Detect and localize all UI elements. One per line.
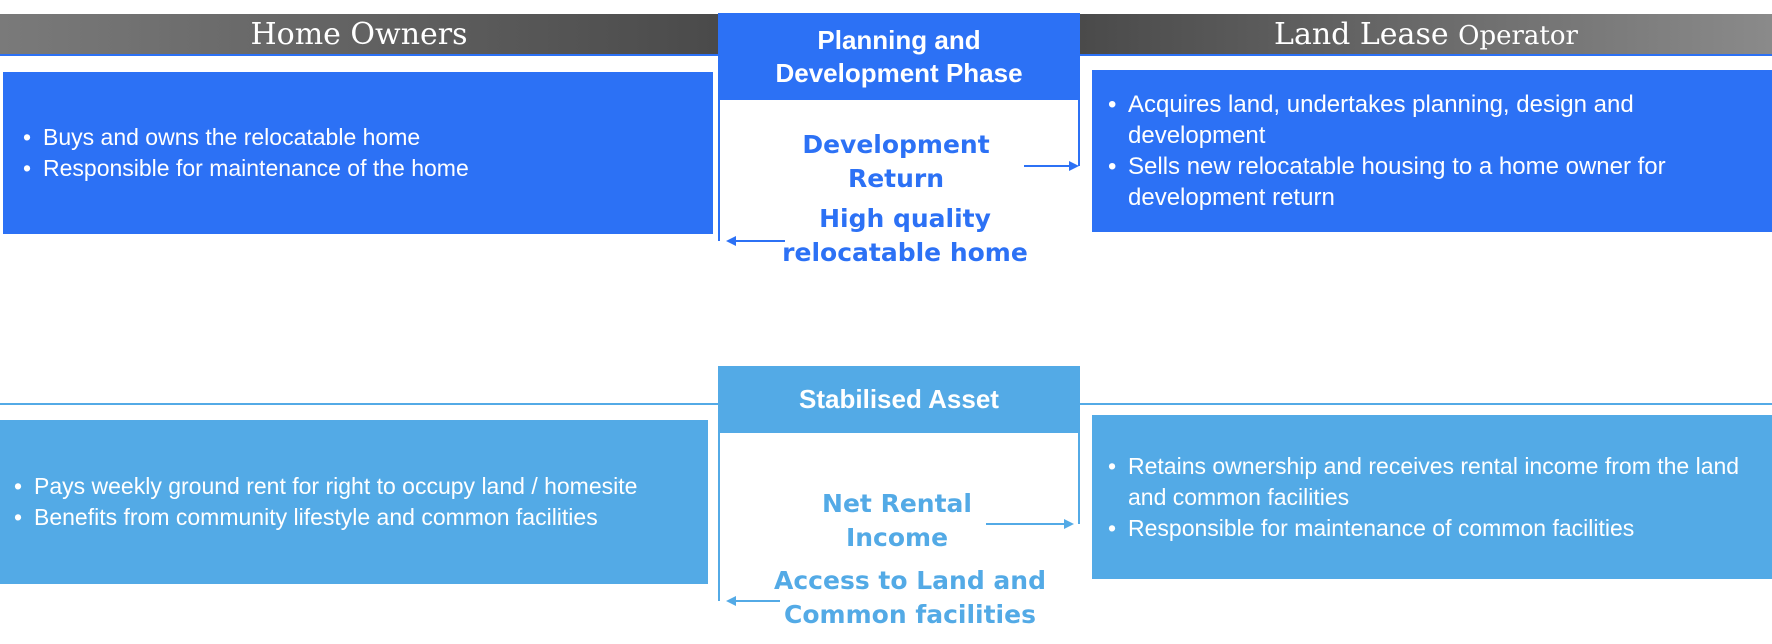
home-owners-title: Home Owners bbox=[250, 16, 468, 52]
phase1-operator-list: Acquires land, undertakes planning, desi… bbox=[1092, 89, 1772, 213]
list-item: Benefits from community lifestyle and co… bbox=[14, 502, 637, 533]
phase2-home-owner-list: Pays weekly ground rent for right to occ… bbox=[0, 471, 653, 533]
land-lease-operator-header: Land Lease Operator bbox=[1080, 14, 1772, 54]
access-to-land-label: Access to Land and Common facilities bbox=[774, 566, 1046, 629]
high-quality-home-label: High quality relocatable home bbox=[782, 204, 1028, 267]
phase1-title-line2: Development Phase bbox=[775, 57, 1023, 88]
phase1-home-owner-list: Buys and owns the relocatable home Respo… bbox=[3, 122, 469, 184]
net-rental-income-label: Net Rental Income bbox=[822, 489, 972, 552]
list-item: Retains ownership and receives rental in… bbox=[1108, 451, 1760, 513]
phase2-home-owner-box: Pays weekly ground rent for right to occ… bbox=[0, 420, 708, 584]
list-item: Pays weekly ground rent for right to occ… bbox=[14, 471, 637, 502]
land-lease-operator-title: Land Lease Operator bbox=[1274, 16, 1578, 52]
phase1-title-line1: Planning and bbox=[817, 24, 981, 55]
list-item: Buys and owns the relocatable home bbox=[23, 122, 469, 153]
list-item: Sells new relocatable housing to a home … bbox=[1108, 151, 1752, 213]
list-item: Responsible for maintenance of the home bbox=[23, 153, 469, 184]
phase2-title: Stabilised Asset bbox=[799, 384, 999, 414]
home-owners-header: Home Owners bbox=[0, 14, 718, 54]
phase1-title-box: Planning and Development Phase bbox=[718, 13, 1080, 100]
phase1-operator-box: Acquires land, undertakes planning, desi… bbox=[1092, 70, 1772, 232]
list-item: Acquires land, undertakes planning, desi… bbox=[1108, 89, 1752, 151]
phase2-operator-list: Retains ownership and receives rental in… bbox=[1092, 451, 1772, 544]
list-item: Responsible for maintenance of common fa… bbox=[1108, 513, 1760, 544]
phase1-home-owner-box: Buys and owns the relocatable home Respo… bbox=[3, 72, 713, 234]
phase2-operator-box: Retains ownership and receives rental in… bbox=[1092, 415, 1772, 579]
development-return-label: Development Return bbox=[802, 130, 990, 193]
phase2-title-box: Stabilised Asset bbox=[718, 366, 1080, 433]
